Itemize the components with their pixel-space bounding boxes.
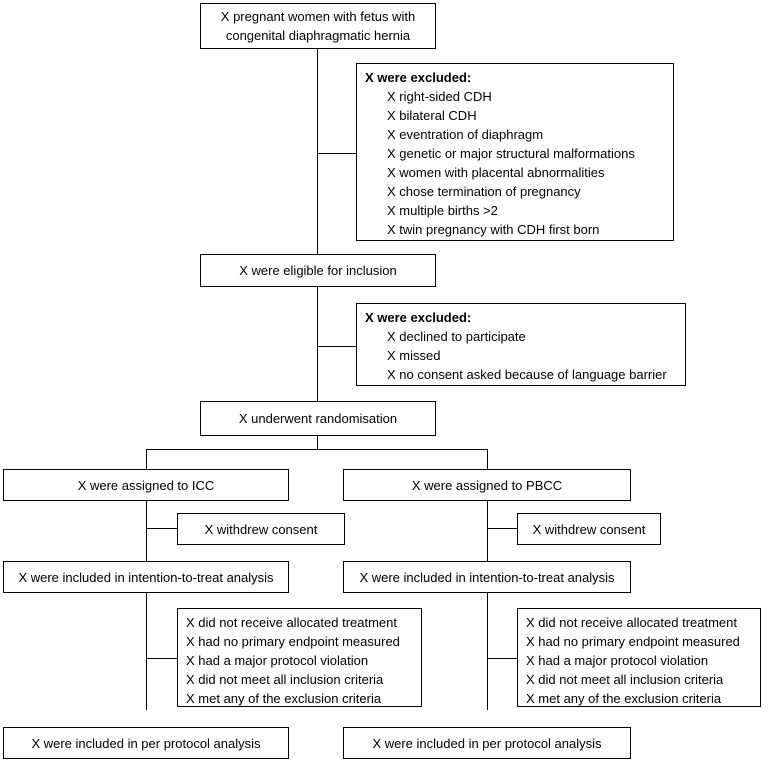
exclusion-box-2: X were excluded: X declined to participa… (356, 303, 686, 386)
left-per-protocol-box: X were included in per protocol analysis (3, 727, 289, 759)
left-assigned-box: X were assigned to ICC (3, 469, 289, 501)
randomisation-text: X underwent randomisation (238, 411, 398, 426)
left-itt-box: X were included in intention-to-treat an… (3, 561, 289, 593)
connector-to-exclusion2 (317, 346, 356, 347)
connector-eligible-to-randomisation (317, 287, 318, 401)
connector-arms-split (146, 449, 487, 450)
pp-exclusion-item: X had a major protocol violation (526, 653, 709, 668)
connector-to-exclusion1 (317, 153, 356, 154)
connector-randomisation-split (317, 436, 318, 449)
exclusion-item: X declined to participate (387, 329, 526, 344)
connector-right-itt-to-pp (487, 593, 488, 710)
exclusion-item: X bilateral CDH (387, 108, 477, 123)
pp-exclusion-item: X did not meet all inclusion criteria (186, 672, 384, 687)
connector-to-right-arm (487, 449, 488, 469)
left-withdrew-box: X withdrew consent (177, 513, 345, 545)
connector-left-pp-exclusions (146, 658, 177, 659)
right-pp-exclusions-box: X did not receive allocated treatment X … (517, 608, 761, 707)
right-withdrew-box: X withdrew consent (517, 513, 661, 545)
eligible-text: X were eligible for inclusion (239, 263, 397, 278)
right-assigned-box: X were assigned to PBCC (343, 469, 631, 501)
pp-exclusion-item: X did not receive allocated treatment (526, 615, 738, 630)
exclusion-item: X missed (387, 348, 441, 363)
pp-exclusion-item: X did not receive allocated treatment (186, 615, 398, 630)
exclusion-item: X no consent asked because of language b… (387, 367, 667, 382)
right-itt-text: X were included in intention-to-treat an… (359, 569, 615, 585)
right-withdrew-text: X withdrew consent (532, 521, 646, 537)
pp-exclusion-item: X had no primary endpoint measured (186, 634, 400, 649)
connector-to-left-arm (146, 449, 147, 469)
exclusion-item: X eventration of diaphragm (387, 127, 544, 142)
connector-right-assigned-to-itt (487, 501, 488, 561)
connector-right-pp-exclusions (487, 658, 517, 659)
pp-exclusion-item: X had a major protocol violation (186, 653, 369, 668)
eligible-box: X were eligible for inclusion (200, 254, 436, 287)
left-itt-text: X were included in intention-to-treat an… (18, 569, 274, 585)
connector-left-assigned-to-itt (146, 501, 147, 561)
right-itt-box: X were included in intention-to-treat an… (343, 561, 631, 593)
exclusion-item: X multiple births >2 (387, 203, 498, 218)
top-box: X pregnant women with fetus with congeni… (200, 3, 436, 49)
pp-exclusion-item: X met any of the exclusion criteria (186, 691, 382, 706)
exclusion-item: X right-sided CDH (387, 89, 492, 104)
left-withdrew-text: X withdrew consent (204, 521, 318, 537)
connector-left-withdrew (146, 528, 177, 529)
exclusion-item: X women with placental abnormalities (387, 165, 605, 180)
pp-exclusion-item: X met any of the exclusion criteria (526, 691, 722, 706)
exclusion-item: X genetic or major structural malformati… (387, 146, 635, 161)
pp-exclusion-item: X did not meet all inclusion criteria (526, 672, 724, 687)
top-box-text: X pregnant women with fetus with congeni… (220, 9, 416, 43)
exclusion-item: X chose termination of pregnancy (387, 184, 581, 199)
right-assigned-text: X were assigned to PBCC (411, 477, 563, 493)
exclusion-item: X twin pregnancy with CDH first born (387, 222, 600, 237)
connector-top-to-eligible (317, 49, 318, 254)
pp-exclusion-item: X had no primary endpoint measured (526, 634, 740, 649)
right-per-protocol-box: X were included in per protocol analysis (343, 727, 631, 759)
left-pp-exclusions-box: X did not receive allocated treatment X … (177, 608, 422, 707)
exclusion-heading: X were excluded: (365, 70, 472, 85)
connector-left-itt-to-pp (146, 593, 147, 710)
exclusion-box-1: X were excluded: X right-sided CDH X bil… (356, 63, 674, 241)
left-per-protocol-text: X were included in per protocol analysis (31, 735, 261, 751)
left-assigned-text: X were assigned to ICC (77, 477, 215, 493)
exclusion-heading: X were excluded: (365, 310, 472, 325)
randomisation-box: X underwent randomisation (200, 401, 436, 436)
right-per-protocol-text: X were included in per protocol analysis (372, 735, 602, 751)
connector-right-withdrew (487, 528, 517, 529)
